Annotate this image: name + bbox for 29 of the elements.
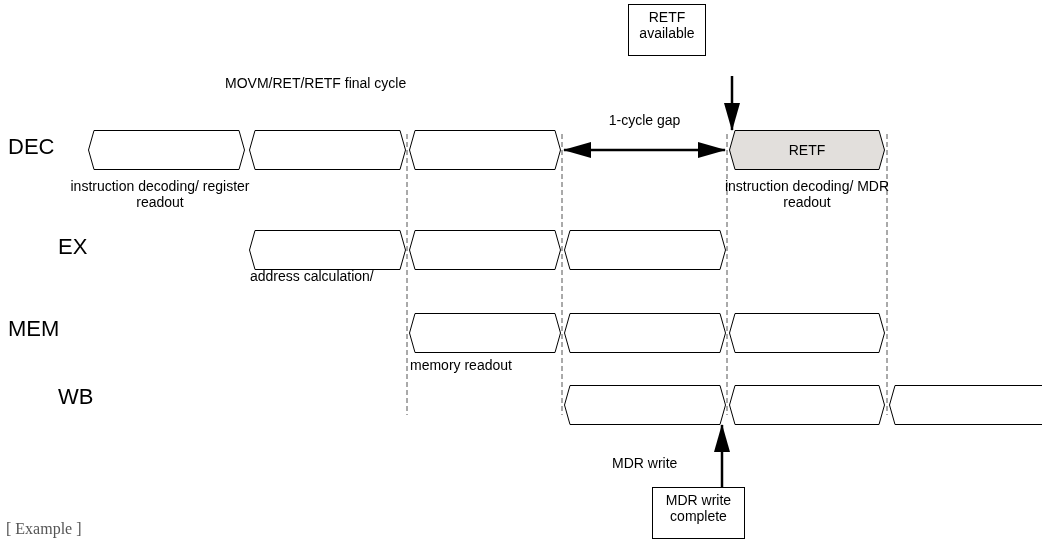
annotation-text: MOVM/RET/RETF final cycle bbox=[225, 75, 407, 91]
stage-name: EX bbox=[58, 234, 88, 260]
stage-hexagon bbox=[409, 313, 561, 353]
stage-name: MEM bbox=[8, 316, 60, 342]
stage-hexagon bbox=[889, 385, 1042, 425]
stage-hexagon bbox=[729, 385, 885, 425]
stage-hexagon bbox=[564, 385, 726, 425]
callout-box: MDR write complete bbox=[652, 487, 745, 539]
annotation-text: MDR write bbox=[612, 455, 678, 471]
arrow bbox=[563, 142, 726, 158]
annotation-text: address calculation/ bbox=[250, 268, 374, 284]
stage-hexagon: RETF bbox=[729, 130, 885, 170]
stage-hexagon bbox=[249, 130, 406, 170]
stage-hexagon bbox=[729, 313, 885, 353]
callout-box: RETF available bbox=[628, 4, 706, 56]
annotation-text: instruction decoding/ MDR readout bbox=[723, 178, 891, 210]
stage-hexagon bbox=[409, 230, 561, 270]
stage-name: DEC bbox=[8, 134, 55, 160]
stage-hexagon bbox=[249, 230, 406, 270]
edge-label: 1-cycle gap bbox=[607, 112, 682, 128]
stage-name: WB bbox=[58, 384, 94, 410]
arrow bbox=[714, 424, 730, 487]
stage-hexagon bbox=[88, 130, 245, 170]
stage-hexagon bbox=[409, 130, 561, 170]
stage-hexagon bbox=[564, 230, 726, 270]
annotation-text: instruction decoding/ register readout bbox=[69, 178, 251, 210]
annotation-text: [ Example ] bbox=[6, 520, 82, 538]
arrow bbox=[724, 76, 740, 131]
stage-hexagon bbox=[564, 313, 726, 353]
